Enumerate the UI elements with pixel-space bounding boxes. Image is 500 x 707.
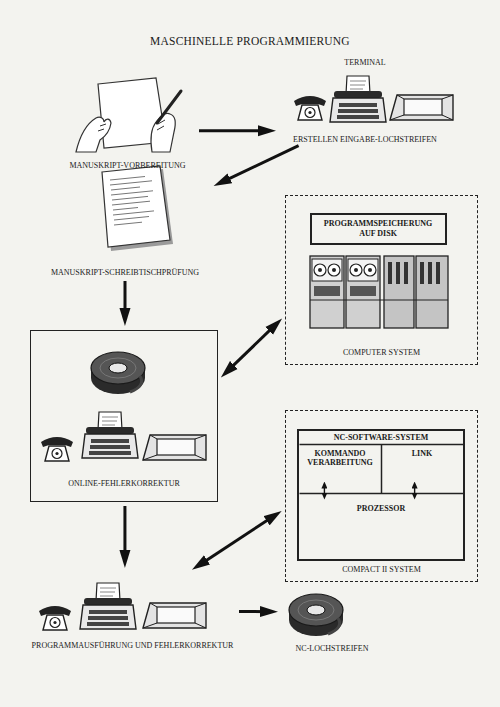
telephone-icon bbox=[39, 606, 71, 630]
flow-arrow bbox=[227, 324, 277, 372]
tape-drive-cabinet bbox=[310, 256, 344, 328]
box-heading: NC-SOFTWARE-SYSTEM bbox=[334, 433, 429, 442]
flow-arrow bbox=[123, 281, 126, 318]
flow-arrow bbox=[324, 485, 325, 497]
indicator-strip bbox=[404, 262, 408, 284]
flow-arrow bbox=[414, 485, 415, 497]
module-cell: PROZESSOR bbox=[299, 501, 463, 559]
right-hand bbox=[151, 113, 175, 152]
box-label: PROGRAMMSPEICHERUNG AUF DISK bbox=[316, 219, 441, 237]
spool-hub bbox=[318, 268, 322, 272]
flow-arrow bbox=[199, 129, 268, 132]
cabinet-seam bbox=[310, 300, 448, 301]
flow-arrow bbox=[123, 506, 126, 560]
indicator-strip bbox=[428, 262, 432, 284]
writing-hands-illustration bbox=[76, 78, 181, 152]
station-label: ERSTELLEN EINGABE-LOCHSTREIFEN bbox=[293, 135, 437, 144]
teletype-icon bbox=[80, 583, 136, 629]
teletype-icon bbox=[82, 412, 138, 458]
software-box: NC-SOFTWARE-SYSTEM KOMMANDO VERARBEITUNG L… bbox=[297, 429, 465, 561]
disk-cabinet bbox=[416, 256, 448, 328]
step-label: MANUSKRIPT-SCHREIBTISCHPRÜFUNG bbox=[51, 268, 199, 277]
output-step: NC-LOCHSTREIFEN bbox=[282, 585, 382, 653]
storage-box: PROGRAMMSPEICHERUNG AUF DISK bbox=[310, 213, 447, 245]
process-box: ONLINE-FEHLERKORREKTUR bbox=[30, 330, 218, 502]
cell-divider bbox=[300, 493, 464, 495]
telephone-icon bbox=[294, 96, 326, 120]
tape-drive-panel bbox=[312, 259, 342, 281]
indicator-strip bbox=[396, 262, 400, 284]
display-unit-icon bbox=[143, 435, 206, 460]
process-step: MANUSKRIPT-VORBEREITUNG bbox=[60, 72, 195, 170]
left-hand bbox=[76, 117, 111, 152]
terminal-station: TERMINAL ERSTELLEN EINGABE-LOCHSTREIFEN bbox=[280, 58, 450, 144]
tape-drive-cabinet bbox=[346, 256, 380, 328]
system-label: COMPUTER SYSTEM bbox=[343, 348, 420, 357]
cabinet-window bbox=[350, 286, 376, 296]
tape-spool bbox=[314, 264, 326, 276]
finger-lines bbox=[98, 124, 106, 131]
station-label: TERMINAL bbox=[344, 58, 385, 67]
module-label: LINK bbox=[412, 449, 432, 458]
tape-spool bbox=[328, 264, 340, 276]
step-label: NC-LOCHSTREIFEN bbox=[296, 644, 369, 653]
spool-hub bbox=[368, 268, 372, 272]
indicator-strip bbox=[436, 262, 440, 284]
module-label: PROZESSOR bbox=[357, 504, 405, 513]
display-unit-icon bbox=[143, 603, 206, 628]
flow-arrow bbox=[239, 610, 270, 613]
diagram-title: MASCHINELLE PROGRAMMIERUNG bbox=[0, 35, 500, 47]
manuscript-sheet bbox=[102, 166, 170, 247]
system-label: COMPACT II SYSTEM bbox=[342, 565, 421, 574]
tape-drive-panel bbox=[348, 259, 378, 281]
nc-software-dividers bbox=[300, 445, 464, 494]
process-step: MANUSKRIPT-SCHREIBTISCHPRÜFUNG bbox=[40, 162, 210, 277]
step-label: MANUSKRIPT-VORBEREITUNG bbox=[69, 161, 185, 170]
process-step: PROGRAMMAUSFÜHRUNG UND FEHLERKORREKTUR bbox=[30, 572, 235, 650]
module-label: KOMMANDO VERARBEITUNG bbox=[301, 449, 379, 467]
telephone-icon bbox=[41, 437, 73, 461]
system-group: COMPUTER SYSTEM PROGRAMMSPEICHERUNG AUF D… bbox=[285, 195, 478, 365]
tape-spool bbox=[350, 264, 362, 276]
indicator-strip bbox=[388, 262, 392, 284]
manuscript-illustration bbox=[102, 166, 173, 251]
spool-hub bbox=[332, 268, 336, 272]
flow-arrow bbox=[199, 515, 275, 565]
pen bbox=[157, 91, 181, 123]
system-group: COMPACT II SYSTEM NC-SOFTWARE-SYSTEM KOMMA… bbox=[285, 410, 478, 582]
flow-arrow bbox=[221, 146, 299, 183]
teletype-icon bbox=[330, 76, 386, 122]
computer-cabinets bbox=[310, 256, 448, 328]
processor-cabinet bbox=[384, 256, 414, 328]
indicator-strip bbox=[420, 262, 424, 284]
tape-reel-icon bbox=[91, 352, 145, 394]
manuscript-lines bbox=[110, 177, 154, 226]
display-unit-icon bbox=[390, 95, 453, 120]
module-cell: KOMMANDO VERARBEITUNG bbox=[299, 446, 381, 480]
module-cell: LINK bbox=[381, 446, 463, 480]
spool-hub bbox=[354, 268, 358, 272]
tape-reel-icon bbox=[289, 594, 343, 636]
tape-spool bbox=[364, 264, 376, 276]
cabinet-window bbox=[314, 286, 340, 296]
step-label: PROGRAMMAUSFÜHRUNG UND FEHLERKORREKTUR bbox=[32, 641, 234, 650]
step-label: ONLINE-FEHLERKORREKTUR bbox=[68, 479, 180, 488]
cell-divider bbox=[381, 445, 383, 494]
